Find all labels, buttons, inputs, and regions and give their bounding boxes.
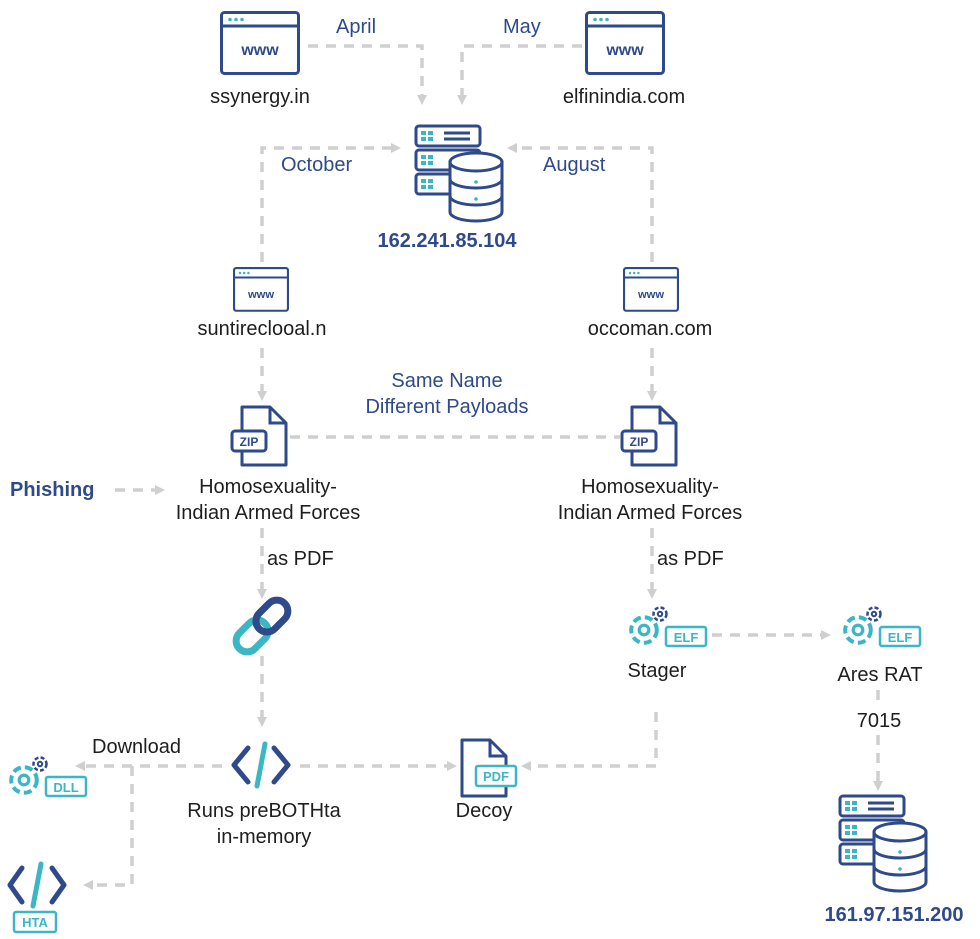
svg-text:ZIP: ZIP — [630, 435, 649, 449]
ares-label: Ares RAT — [837, 664, 923, 686]
gear-dll-icon: DLL — [11, 756, 88, 798]
note-different-payloads: Different Payloads — [365, 396, 529, 418]
connector-download-hta — [83, 766, 134, 890]
connector-april — [308, 44, 427, 105]
port-label: 7015 — [856, 710, 902, 732]
connector-stager-to-decoy — [521, 712, 658, 771]
download-label: Download — [92, 736, 181, 758]
browser-icon — [585, 11, 665, 75]
zip-file-icon: ZIP — [620, 405, 678, 467]
svg-text:ZIP: ZIP — [240, 435, 259, 449]
phishing-label: Phishing — [10, 479, 95, 501]
zip-name-right-2: Indian Armed Forces — [557, 502, 743, 524]
connector-may — [457, 44, 582, 105]
code-icon: HTA — [7, 861, 67, 934]
zip-name-left-2: Indian Armed Forces — [175, 502, 361, 524]
month-october: October — [281, 154, 353, 176]
runs-label-1: Runs preBOTHta — [187, 800, 341, 822]
domain-occoman: occoman.com — [587, 318, 713, 340]
svg-text:PDF: PDF — [483, 769, 509, 784]
browser-icon — [233, 266, 290, 312]
month-may: May — [503, 16, 541, 38]
svg-text:HTA: HTA — [22, 915, 48, 930]
gear-elf-icon: ELF — [845, 606, 922, 648]
runs-label-2: in-memory — [216, 826, 312, 848]
domain-elfinindia: elfinindia.com — [562, 86, 686, 108]
browser-icon — [220, 11, 300, 75]
svg-text:ELF: ELF — [888, 630, 913, 645]
note-same-name: Same Name — [391, 370, 503, 392]
month-august: August — [543, 154, 606, 176]
zip-file-icon: ZIP — [230, 405, 288, 467]
zip-name-left-1: Homosexuality- — [199, 476, 337, 498]
zip-name-right-1: Homosexuality- — [581, 476, 719, 498]
connectors — [75, 44, 883, 890]
server-database-icon — [414, 124, 504, 223]
server-database-icon — [838, 794, 928, 893]
svg-text:ELF: ELF — [674, 630, 699, 645]
domain-suntireclooal: suntireclooal.n — [197, 318, 327, 340]
stager-label: Stager — [627, 660, 687, 682]
svg-text:DLL: DLL — [53, 780, 78, 795]
browser-icon — [622, 266, 680, 312]
connector-october — [260, 143, 401, 262]
code-icon — [231, 741, 291, 789]
decoy-label: Decoy — [455, 800, 513, 822]
link-icon — [232, 596, 292, 656]
domain-ssynergy: ssynergy.in — [210, 86, 310, 108]
pdf-file-icon: PDF — [460, 738, 518, 798]
as-pdf-right: as PDF — [657, 548, 724, 570]
server-ip-main: 162.241.85.104 — [377, 230, 517, 252]
gear-elf-icon: ELF — [631, 606, 708, 648]
as-pdf-left: as PDF — [267, 548, 334, 570]
month-april: April — [336, 16, 377, 38]
server-ip-ares: 161.97.151.200 — [824, 904, 964, 926]
connector-august — [507, 143, 654, 262]
